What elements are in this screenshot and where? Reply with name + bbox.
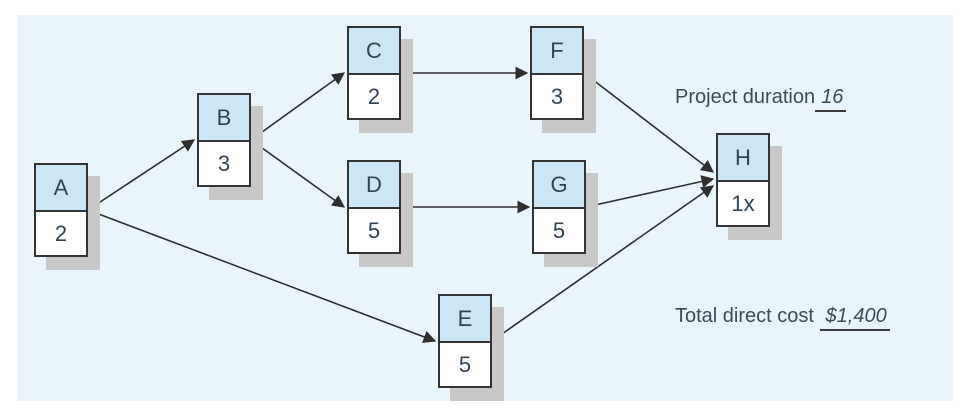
node-H-value: 1x [718,180,768,225]
node-H-label: H [718,135,768,180]
node-D-value: 5 [349,207,399,252]
node-A-value: 2 [36,210,86,255]
total-direct-cost-label: Total direct cost [675,305,814,327]
node-C-value: 2 [349,73,399,118]
node-D-label: D [349,162,399,207]
node-F-label: F [532,28,582,73]
project-duration-value: 16 [815,86,847,112]
project-duration-label: Project duration [675,86,816,108]
node-E-label: E [440,296,490,341]
node-G-value: 5 [534,207,584,252]
total-direct-cost-value: $1,400 [819,305,890,331]
node-G-label: G [534,162,584,207]
node-B-label: B [199,95,249,140]
node-F-value: 3 [532,73,582,118]
node-E-value: 5 [440,341,490,386]
node-C-label: C [349,28,399,73]
node-A-label: A [36,165,86,210]
node-B-value: 3 [199,140,249,185]
total-direct-cost-annotation: Total direct cost $1,400 [675,305,890,331]
